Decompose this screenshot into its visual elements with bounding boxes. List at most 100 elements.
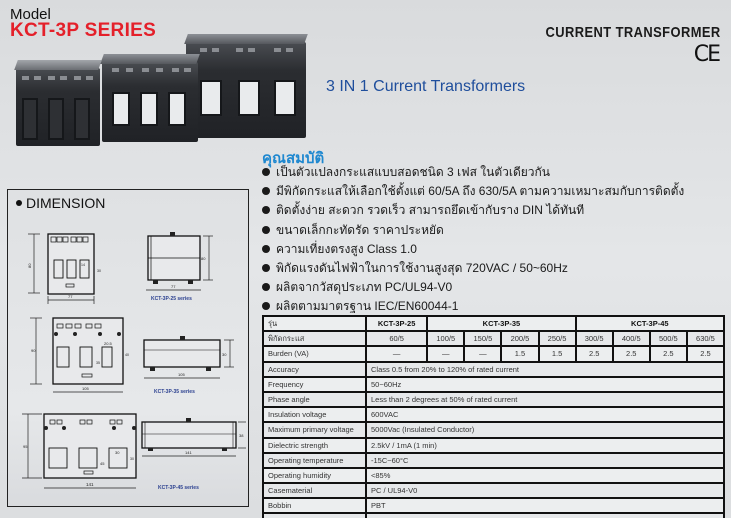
svg-text:30: 30 xyxy=(97,269,101,273)
dimension-panel: DIMENSION 80 77 14 30 xyxy=(7,189,249,507)
series-title: KCT-3P SERIES xyxy=(10,20,157,41)
table-cell: 150/5 xyxy=(463,330,503,348)
svg-text:38: 38 xyxy=(239,433,244,438)
table-row-label: Phase angle xyxy=(262,390,367,409)
table-row-label: Dielectric strength xyxy=(262,436,367,454)
feature-item: ติดตั้งง่าย สะดวก รวดเร็ว สามารถยึดเข้าก… xyxy=(262,201,684,220)
table-cell: — xyxy=(426,345,466,363)
table-row: Internal structureEpoxy xyxy=(262,512,725,518)
table-row-label: พิกัดกระแส xyxy=(262,330,367,348)
feature-item: ความเที่ยงตรงสูง Class 1.0 xyxy=(262,240,684,259)
feature-item: ผลิตจากวัสดุประเภท PC/UL94-V0 xyxy=(262,278,684,297)
drawing-kct-3p-25-front: 80 77 14 30 xyxy=(26,220,116,306)
table-header-label: รุ่น xyxy=(262,314,367,333)
table-row-label: Accuracy xyxy=(262,360,367,378)
ct-unit-45 xyxy=(184,34,308,138)
drawing-kct-3p-25-side: 77 80 xyxy=(143,228,223,298)
table-cell: 2.5 xyxy=(648,345,688,363)
table-row-label: Internal structure xyxy=(262,512,367,518)
table-row: Operating temperature-15C~60°C xyxy=(262,451,725,469)
bullet-icon xyxy=(262,302,270,311)
svg-text:77: 77 xyxy=(171,284,176,289)
model-label: Model xyxy=(10,6,51,23)
drawing-kct-3p-35-side: 105 30 xyxy=(140,332,240,387)
feature-item: ผลิตตามมาตรฐาน IEC/EN60044-1 xyxy=(262,297,684,316)
table-cell: 1.5 xyxy=(537,345,577,363)
svg-text:35: 35 xyxy=(96,361,100,365)
svg-text:40: 40 xyxy=(125,353,129,357)
svg-text:141: 141 xyxy=(86,482,94,487)
table-cell: 100/5 xyxy=(426,330,466,348)
spec-table: รุ่น KCT-3P-25 KCT-3P-35 KCT-3P-45 พิกัด… xyxy=(262,314,726,518)
table-row-label: Frequency xyxy=(262,375,367,393)
feature-item: มีพิกัดกระแสให้เลือกใช้ตั้งแต่ 60/5A ถึง… xyxy=(262,182,684,201)
table-cell: 250/5 xyxy=(537,330,577,348)
table-header-row: รุ่น KCT-3P-25 KCT-3P-35 KCT-3P-45 xyxy=(262,314,726,333)
svg-text:105: 105 xyxy=(82,386,89,391)
feature-item: เป็นตัวแปลงกระแสแบบสอดชนิด 3 เฟส ในตัวเด… xyxy=(262,163,684,182)
table-header-model: KCT-3P-45 xyxy=(574,314,726,333)
ce-mark-icon: CE xyxy=(693,42,721,67)
ct-unit-35 xyxy=(100,54,200,142)
svg-text:20.5: 20.5 xyxy=(104,341,113,346)
table-cell: 500/5 xyxy=(648,330,688,348)
dimension-title: DIMENSION xyxy=(16,195,105,211)
table-cell: 60/5 xyxy=(364,330,429,348)
bullet-icon xyxy=(262,168,270,176)
bullet-icon xyxy=(262,244,270,253)
table-row-label: Insulation voltage xyxy=(262,406,367,424)
table-cell: 1.5 xyxy=(500,345,540,363)
table-cell: 2.5 xyxy=(574,345,614,363)
table-cell: -15C~60°C xyxy=(365,451,725,469)
feature-item: ขนาดเล็กกะทัดรัด ราคาประหยัด xyxy=(262,221,684,240)
drawing-kct-3p-45-front: 95 141 30 45 30 xyxy=(18,408,143,498)
table-cell: 600VAC xyxy=(365,406,725,424)
features-title: คุณสมบัติ xyxy=(262,150,325,167)
table-cell: <85% xyxy=(365,466,725,485)
drawing-caption: KCT-3P-25 series xyxy=(151,296,192,302)
product-subtitle: 3 IN 1 Current Transformers xyxy=(326,78,526,95)
table-row: พิกัดกระแส 60/5 100/5 150/5 200/5 250/5 … xyxy=(262,330,726,348)
table-cell: 5000Vac (Insulated Conductor) xyxy=(365,421,725,439)
table-cell: — xyxy=(364,345,429,363)
table-cell: 50~60Hz xyxy=(365,375,725,393)
table-cell: Epoxy xyxy=(365,512,725,518)
product-photo xyxy=(14,34,314,148)
table-row-label: Bobbin xyxy=(262,497,367,515)
bullet-icon xyxy=(262,187,270,196)
table-header-model: KCT-3P-35 xyxy=(426,314,577,333)
bullet-icon xyxy=(262,225,270,234)
svg-text:105: 105 xyxy=(178,372,185,377)
table-cell: PBT xyxy=(365,497,725,515)
table-row: Operating humidity<85% xyxy=(262,466,725,485)
bullet-icon xyxy=(16,200,22,206)
svg-text:80: 80 xyxy=(27,263,32,268)
table-row-label: Maximum primary voltage xyxy=(262,421,367,439)
table-cell: 200/5 xyxy=(500,330,540,348)
table-row-label: Operating humidity xyxy=(262,466,367,485)
table-header-model: KCT-3P-25 xyxy=(364,314,429,333)
bullet-icon xyxy=(262,264,270,273)
svg-text:14: 14 xyxy=(81,263,85,267)
drawing-kct-3p-35-front: 90 105 20.5 35 40 xyxy=(26,312,136,402)
drawing-caption: KCT-3P-35 series xyxy=(154,389,195,395)
table-cell: 2.5 xyxy=(685,345,726,363)
table-cell: 300/5 xyxy=(574,330,614,348)
drawing-caption: KCT-3P-45 series xyxy=(158,485,199,491)
table-cell: 2.5kV / 1mA (1 min) xyxy=(365,436,725,454)
bullet-icon xyxy=(262,283,270,292)
table-cell: — xyxy=(463,345,503,363)
table-cell: PC / UL94-V0 xyxy=(365,482,725,500)
features-list: เป็นตัวแปลงกระแสแบบสอดชนิด 3 เฟส ในตัวเด… xyxy=(262,163,684,317)
table-cell: Less than 2 degrees at 50% of rated curr… xyxy=(365,390,725,409)
table-row-label: Casematerial xyxy=(262,482,367,500)
table-cell: 630/5 xyxy=(685,330,726,348)
table-row-label: Burden (VA) xyxy=(262,345,367,363)
svg-text:30: 30 xyxy=(115,450,120,455)
